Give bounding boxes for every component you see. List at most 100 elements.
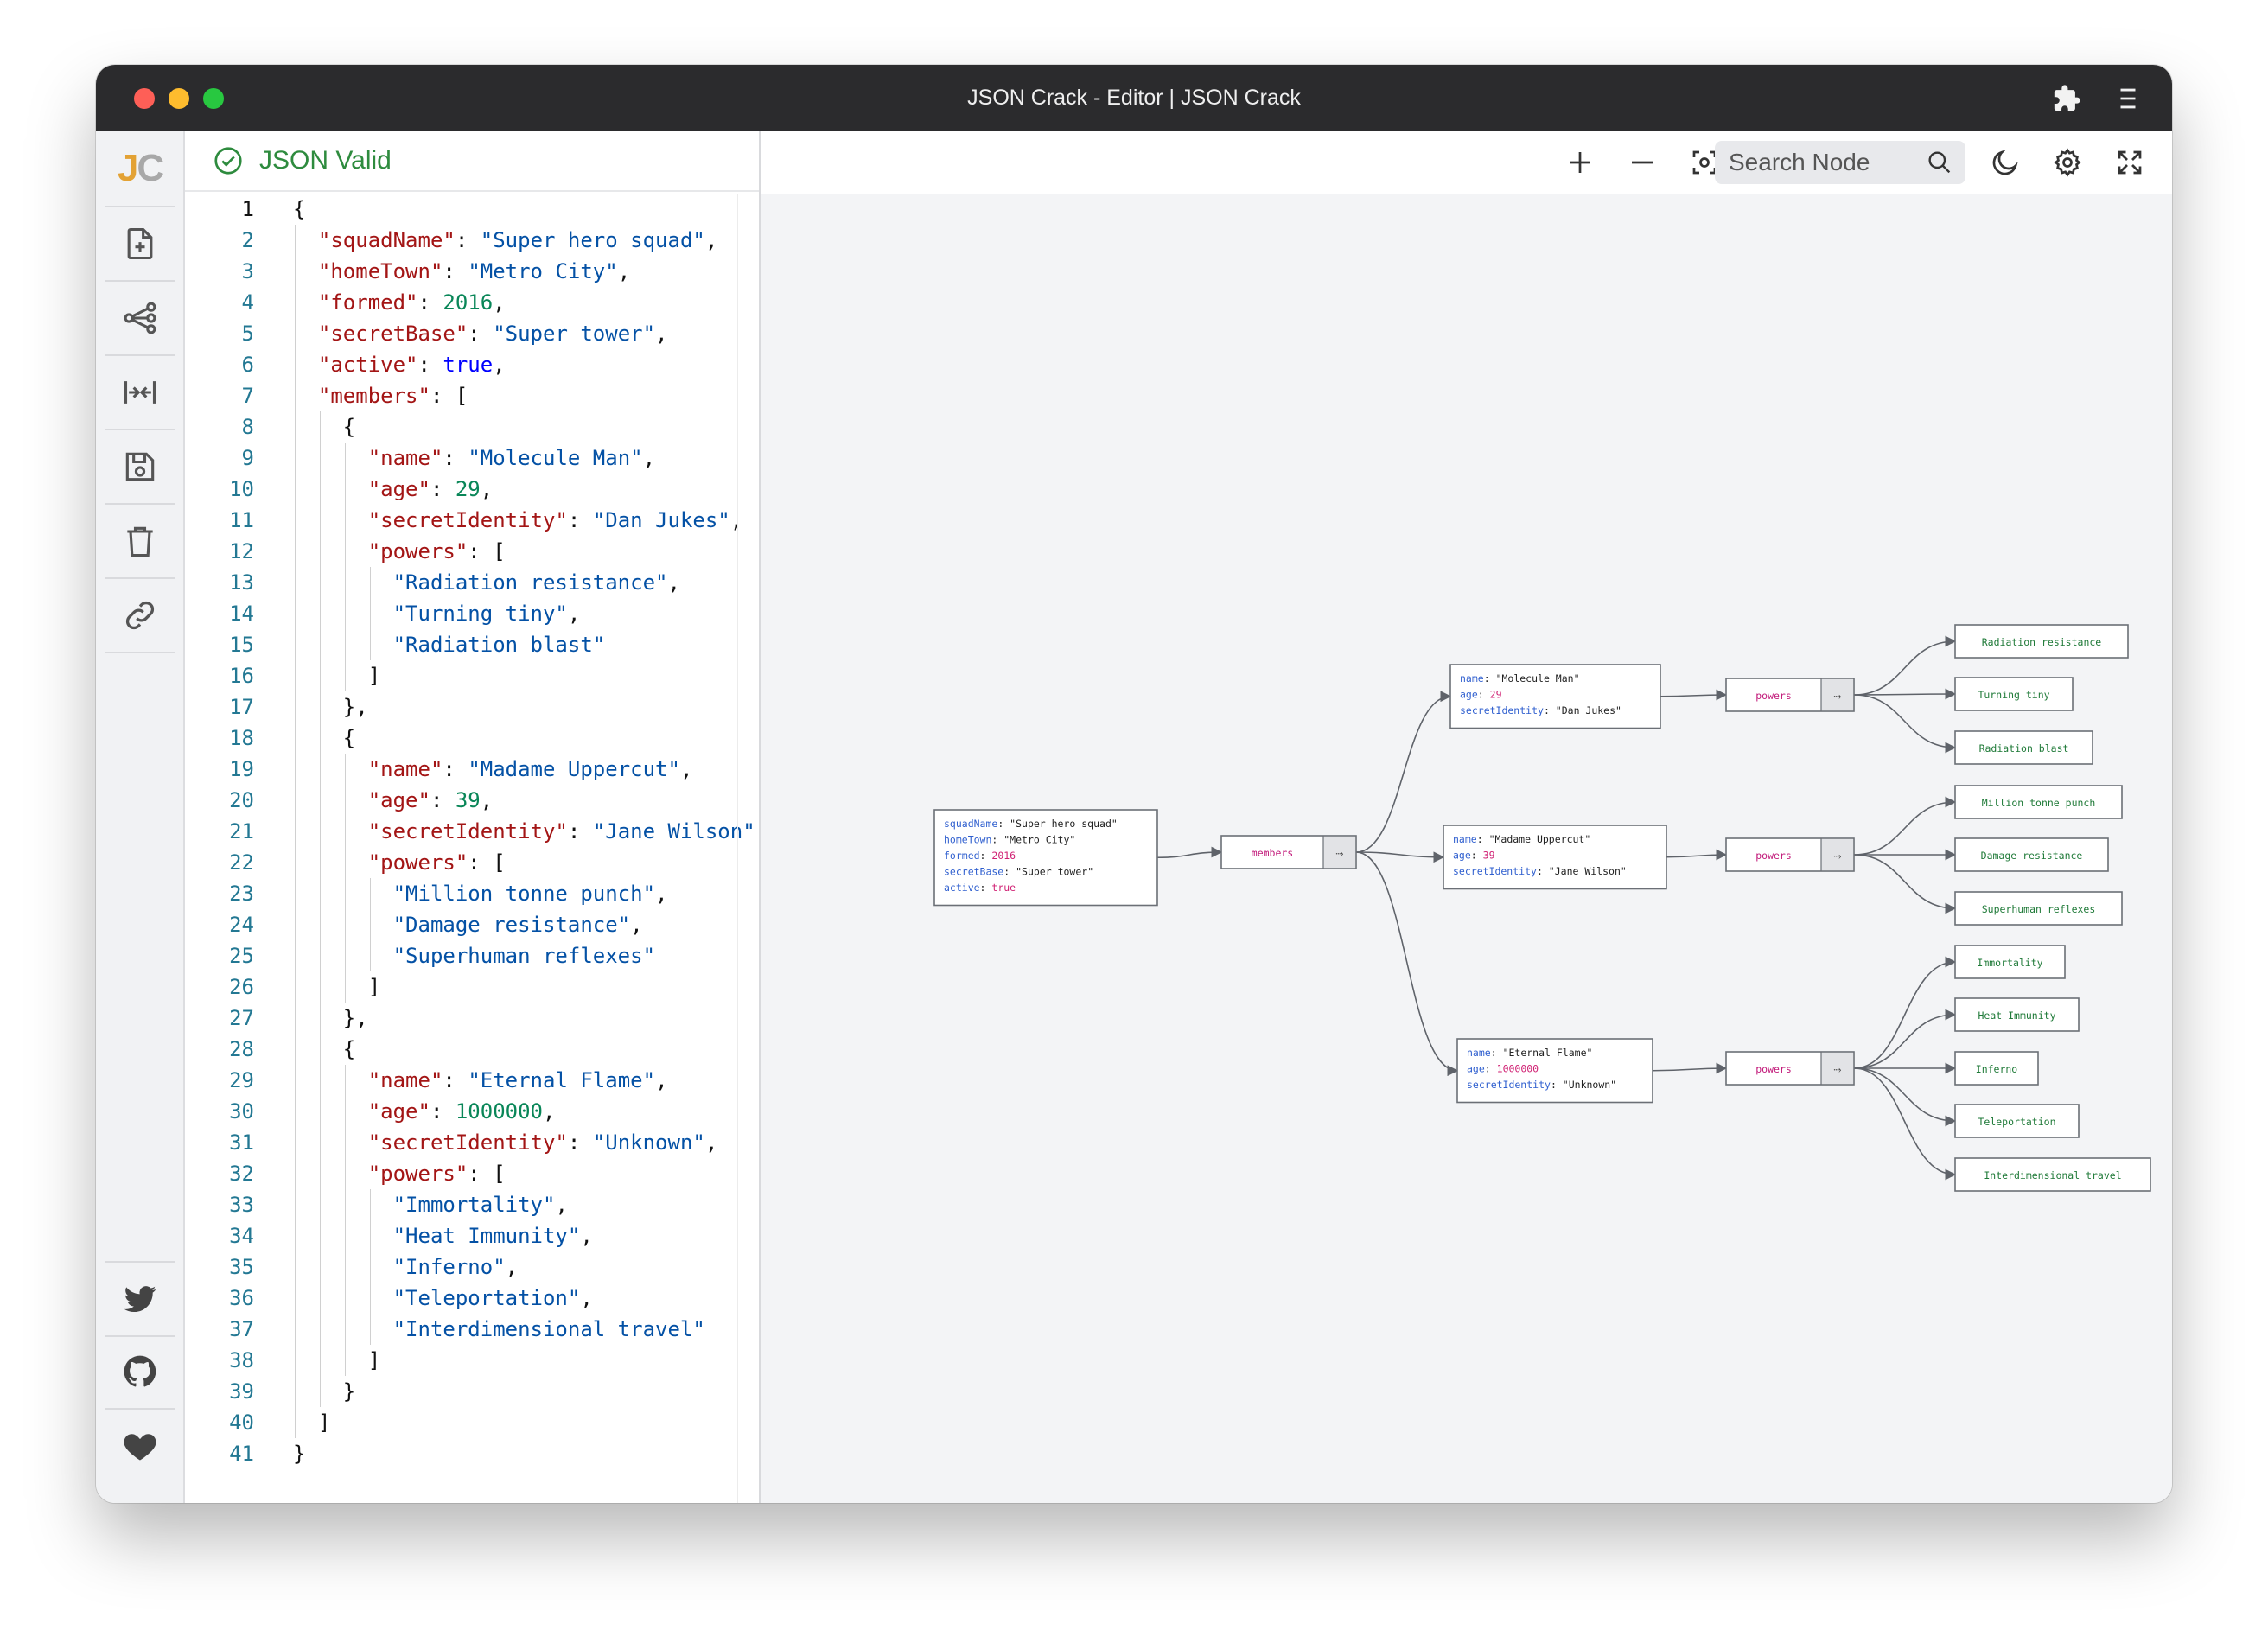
code-line[interactable]: 18 { (185, 723, 759, 754)
code-line[interactable]: 17 }, (185, 691, 759, 723)
leaf-node[interactable]: Damage resistance (1954, 837, 2109, 872)
code-line[interactable]: 11 "secretIdentity": "Dan Jukes", (185, 505, 759, 536)
code-line[interactable]: 29 "name": "Eternal Flame", (185, 1065, 759, 1096)
search-icon[interactable] (1926, 149, 1953, 176)
menu-icon[interactable] (2113, 84, 2143, 113)
code-line[interactable]: 31 "secretIdentity": "Unknown", (185, 1127, 759, 1158)
members-node[interactable]: members⤑ (1220, 835, 1357, 869)
zoom-out-icon[interactable] (1627, 147, 1658, 178)
code-line[interactable]: 37 "Interdimensional travel" (185, 1314, 759, 1345)
sidebar-twitter-link[interactable] (105, 1261, 175, 1337)
node-field: name: "Madame Uppercut" (1453, 833, 1590, 845)
code-area[interactable]: 1{2 "squadName": "Super hero squad",3 "h… (185, 194, 759, 1469)
editor-scrollbar[interactable] (737, 194, 759, 1503)
code-line[interactable]: 20 "age": 39, (185, 785, 759, 816)
collapse-icon[interactable]: ⤑ (1335, 847, 1344, 859)
code-line[interactable]: 3 "homeTown": "Metro City", (185, 256, 759, 287)
code-line[interactable]: 7 "members": [ (185, 380, 759, 411)
code-line[interactable]: 39 } (185, 1376, 759, 1407)
code-line[interactable]: 35 "Inferno", (185, 1251, 759, 1283)
code-line[interactable]: 41} (185, 1438, 759, 1469)
line-content: "powers": [ (293, 847, 506, 878)
code-line[interactable]: 36 "Teleportation", (185, 1283, 759, 1314)
code-line[interactable]: 2 "squadName": "Super hero squad", (185, 225, 759, 256)
leaf-node[interactable]: Interdimensional travel (1954, 1157, 2151, 1192)
json-graph[interactable]: squadName: "Super hero squad"homeTown: "… (761, 131, 2170, 1503)
leaf-node[interactable]: Turning tiny (1954, 677, 2074, 711)
leaf-node[interactable]: Inferno (1954, 1051, 2039, 1086)
collapse-icon[interactable]: ⤑ (1833, 690, 1842, 702)
code-line[interactable]: 16 ] (185, 660, 759, 691)
sidebar-save-button[interactable] (105, 430, 175, 505)
maximize-window-button[interactable] (203, 88, 224, 109)
moon-icon[interactable] (1990, 147, 2021, 178)
indent-guide (344, 1065, 346, 1376)
code-line[interactable]: 27 }, (185, 1003, 759, 1034)
code-line[interactable]: 26 ] (185, 971, 759, 1003)
sidebar-sponsor-link[interactable] (105, 1410, 175, 1482)
code-line[interactable]: 34 "Heat Immunity", (185, 1220, 759, 1251)
code-line[interactable]: 10 "age": 29, (185, 474, 759, 505)
code-line[interactable]: 33 "Immortality", (185, 1189, 759, 1220)
code-line[interactable]: 32 "powers": [ (185, 1158, 759, 1189)
code-line[interactable]: 15 "Radiation blast" (185, 629, 759, 660)
sidebar-share-link-button[interactable] (105, 579, 175, 653)
code-line[interactable]: 38 ] (185, 1345, 759, 1376)
member-node[interactable]: name: "Eternal Flame"age: 1000000secretI… (1456, 1038, 1653, 1104)
field-value: true (991, 882, 1016, 894)
line-content: "powers": [ (293, 536, 506, 567)
sidebar-new-file-button[interactable] (105, 207, 175, 282)
leaf-node[interactable]: Immortality (1954, 945, 2066, 979)
powers-node[interactable]: powers⤑ (1725, 678, 1855, 712)
leaf-node[interactable]: Superhuman reflexes (1954, 891, 2123, 926)
code-line[interactable]: 1{ (185, 194, 759, 225)
minimize-window-button[interactable] (169, 88, 189, 109)
root-node[interactable]: squadName: "Super hero squad"homeTown: "… (933, 809, 1158, 907)
code-line[interactable]: 6 "active": true, (185, 349, 759, 380)
leaf-node[interactable]: Radiation resistance (1954, 624, 2129, 659)
code-line[interactable]: 24 "Damage resistance", (185, 909, 759, 940)
leaf-node[interactable]: Heat Immunity (1954, 997, 2080, 1032)
powers-node[interactable]: powers⤑ (1725, 837, 1855, 872)
line-content: { (293, 723, 355, 754)
code-line[interactable]: 4 "formed": 2016, (185, 287, 759, 318)
code-line[interactable]: 14 "Turning tiny", (185, 598, 759, 629)
collapse-icon[interactable]: ⤑ (1833, 850, 1842, 862)
code-line[interactable]: 25 "Superhuman reflexes" (185, 940, 759, 971)
code-line[interactable]: 5 "secretBase": "Super tower", (185, 318, 759, 349)
code-line[interactable]: 12 "powers": [ (185, 536, 759, 567)
graph-canvas[interactable]: squadName: "Super hero squad"homeTown: "… (761, 131, 2172, 1503)
collapse-icon[interactable]: ⤑ (1833, 1063, 1842, 1075)
code-line[interactable]: 19 "name": "Madame Uppercut", (185, 754, 759, 785)
code-line[interactable]: 9 "name": "Molecule Man", (185, 443, 759, 474)
code-line[interactable]: 40 ] (185, 1407, 759, 1438)
graph-edge (1853, 688, 1957, 700)
sidebar-visualize-button[interactable] (105, 282, 175, 356)
code-line[interactable]: 8 { (185, 411, 759, 443)
code-line[interactable]: 21 "secretIdentity": "Jane Wilson" (185, 816, 759, 847)
powers-node[interactable]: powers⤑ (1725, 1051, 1855, 1086)
zoom-in-icon[interactable] (1564, 147, 1596, 178)
code-line[interactable]: 28 { (185, 1034, 759, 1065)
field-colon: : (1484, 672, 1496, 684)
extensions-puzzle-icon[interactable] (2052, 84, 2081, 113)
leaf-node[interactable]: Teleportation (1954, 1104, 2080, 1138)
search-node-input[interactable] (1727, 148, 1921, 177)
code-line[interactable]: 30 "age": 1000000, (185, 1096, 759, 1127)
leaf-node[interactable]: Million tonne punch (1954, 785, 2123, 819)
code-line[interactable]: 23 "Million tonne punch", (185, 878, 759, 909)
member-node[interactable]: name: "Madame Uppercut"age: 39secretIden… (1443, 825, 1667, 890)
fullscreen-icon[interactable] (2114, 147, 2145, 178)
gear-icon[interactable] (2052, 147, 2083, 178)
member-node[interactable]: name: "Molecule Man"age: 29secretIdentit… (1449, 664, 1661, 729)
sidebar-github-link[interactable] (105, 1335, 175, 1410)
sidebar-delete-button[interactable] (105, 505, 175, 579)
code-token (293, 1224, 393, 1248)
sidebar-collapse-button[interactable] (105, 356, 175, 430)
leaf-node[interactable]: Radiation blast (1954, 730, 2093, 765)
close-window-button[interactable] (134, 88, 155, 109)
code-line[interactable]: 22 "powers": [ (185, 847, 759, 878)
code-line[interactable]: 13 "Radiation resistance", (185, 567, 759, 598)
